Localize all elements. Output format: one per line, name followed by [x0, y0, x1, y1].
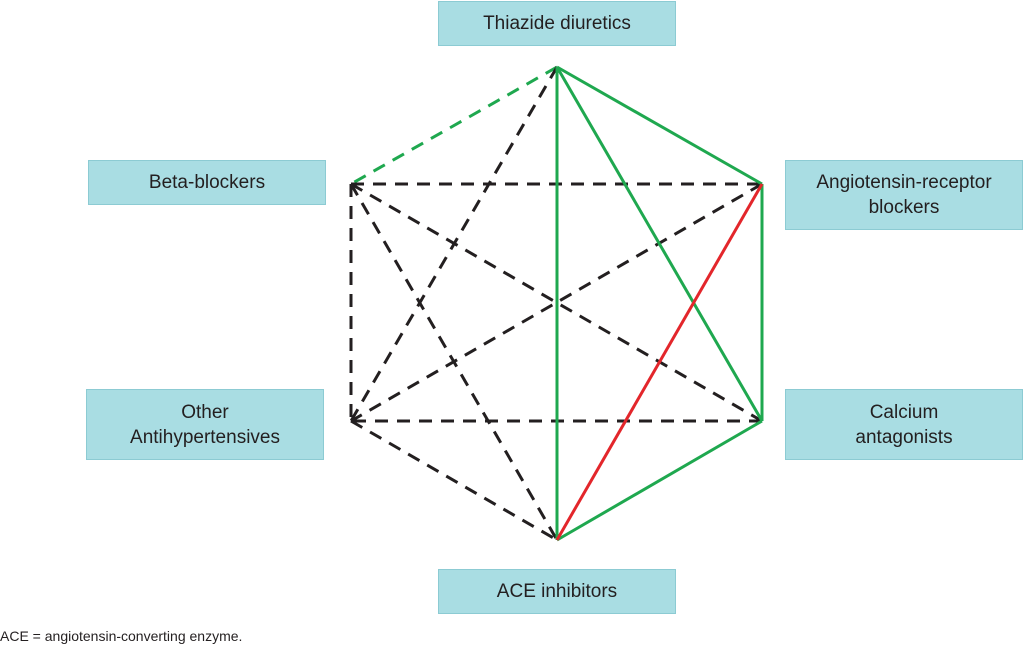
- connection-arb-to-ace: [555, 183, 764, 541]
- node-ace-inhibitors: ACE inhibitors: [438, 569, 676, 614]
- node-label-calcium: Calcium antagonists: [855, 401, 953, 448]
- node-label-ace: ACE inhibitors: [496, 581, 618, 602]
- connection-thiazide-to-arb: [556, 65, 763, 186]
- connection-thiazide-to-calcium: [555, 66, 764, 422]
- node-other-antihypertensives: Other Antihypertensives: [86, 389, 324, 460]
- node-angiotensin-receptor-blockers: Angiotensin-receptor blockers: [785, 160, 1023, 230]
- connection-thiazide-to-beta-blockers: [350, 65, 558, 186]
- connection-other-to-ace: [350, 419, 558, 542]
- node-calcium-antagonists: Calcium antagonists: [785, 389, 1023, 460]
- node-beta-blockers: Beta-blockers: [88, 160, 326, 205]
- node-label-arb: Angiotensin-receptor blockers: [816, 172, 992, 218]
- connection-thiazide-to-other: [349, 66, 559, 422]
- node-label-thiazide: Thiazide diuretics: [483, 13, 631, 34]
- node-thiazide-diuretics: Thiazide diuretics: [438, 1, 676, 46]
- node-label-beta-blockers: Beta-blockers: [148, 172, 266, 193]
- node-label-other: Other Antihypertensives: [130, 401, 280, 448]
- footnote: ACE = angiotensin-converting enzyme.: [0, 628, 243, 644]
- connection-calcium-to-ace: [556, 419, 763, 542]
